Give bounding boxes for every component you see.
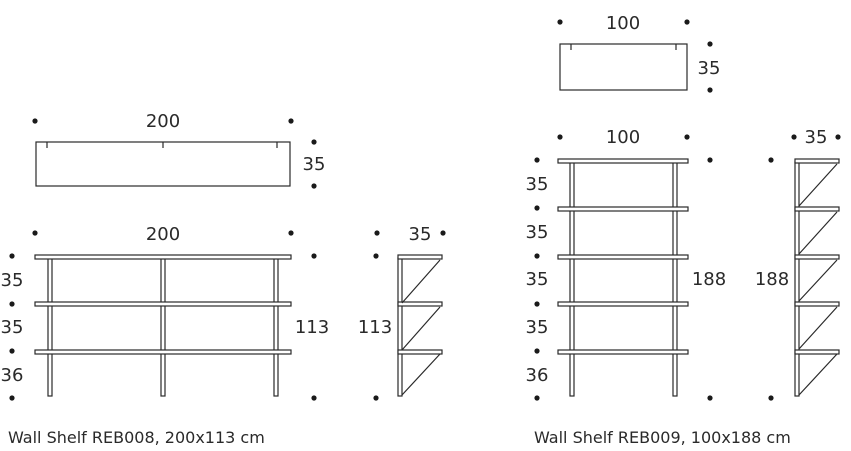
reb009-side-shelf xyxy=(794,349,840,355)
reb008-top-shelf-outline xyxy=(35,141,291,187)
dim-dot xyxy=(768,157,774,163)
reb008-shelf-board xyxy=(34,254,292,260)
reb009-side-post xyxy=(794,161,800,397)
reb008-caption: Wall Shelf REB008, 200x113 cm xyxy=(8,428,265,447)
reb008-side-depth-label: 35 xyxy=(409,224,432,245)
dim-dot xyxy=(534,301,540,307)
reb008-shelf-board xyxy=(34,301,292,307)
dim-dot xyxy=(288,230,294,236)
reb009-side-brackets xyxy=(798,163,838,396)
reb009-shelf-board xyxy=(557,254,689,260)
dim-dot xyxy=(768,395,774,401)
reb009-side-shelf xyxy=(794,158,840,164)
reb009-side-view: 35 188 xyxy=(755,127,841,401)
reb008-front-height-label: 113 xyxy=(295,317,329,338)
reb008-side-shelf xyxy=(397,301,443,307)
reb008-gap-label: 35 xyxy=(1,317,24,338)
dim-dot xyxy=(707,87,713,93)
dim-dot xyxy=(707,395,713,401)
dim-dot xyxy=(373,395,379,401)
dim-dot xyxy=(557,19,563,25)
reb008-gap-label: 36 xyxy=(1,365,24,386)
dim-dot xyxy=(311,183,317,189)
dim-dot xyxy=(32,118,38,124)
reb009-gap-label: 35 xyxy=(526,174,549,195)
dim-dot xyxy=(9,301,15,307)
reb009-shelf-board xyxy=(557,301,689,307)
reb008-side-brackets xyxy=(401,259,441,396)
reb008-side-post xyxy=(397,257,403,397)
reb009-front-height-label: 188 xyxy=(692,269,726,290)
reb009-gap-label: 35 xyxy=(526,222,549,243)
dim-dot xyxy=(440,230,446,236)
reb009-shelf-board xyxy=(557,206,689,212)
reb008-top-view: 200 35 xyxy=(32,111,325,189)
reb009-side-height-label: 188 xyxy=(755,269,789,290)
dim-dot xyxy=(534,348,540,354)
reb009-side-shelf xyxy=(794,254,840,260)
dim-dot xyxy=(534,253,540,259)
dim-dot xyxy=(311,395,317,401)
reb008-side-shelf xyxy=(397,349,443,355)
dim-dot xyxy=(707,157,713,163)
dim-dot xyxy=(534,205,540,211)
reb009-front-view: 100 35 35 35 35 36 188 xyxy=(526,127,726,401)
reb008-post xyxy=(47,257,53,397)
reb009-top-view: 100 35 xyxy=(557,13,720,93)
dim-dot xyxy=(373,253,379,259)
dim-dot xyxy=(311,253,317,259)
reb009-shelf-board xyxy=(557,158,689,164)
reb008-front-view: 200 35 35 36 113 xyxy=(1,224,329,401)
dim-dot xyxy=(684,19,690,25)
reb009-top-depth-label: 35 xyxy=(698,58,721,79)
reb008-top-depth-label: 35 xyxy=(303,154,326,175)
reb008-side-shelf xyxy=(397,254,443,260)
reb008-post xyxy=(160,257,166,397)
reb009-caption: Wall Shelf REB009, 100x188 cm xyxy=(534,428,791,447)
reb008-shelf-board xyxy=(34,349,292,355)
dim-dot xyxy=(9,395,15,401)
reb009-top-width-label: 100 xyxy=(606,13,640,34)
dim-dot xyxy=(374,230,380,236)
reb008-top-brackets xyxy=(46,142,278,148)
reb009-top-brackets xyxy=(570,44,677,50)
dim-dot xyxy=(534,395,540,401)
dim-dot xyxy=(684,134,690,140)
reb009-post xyxy=(672,161,678,397)
reb009-gap-label: 35 xyxy=(526,269,549,290)
dim-dot xyxy=(707,41,713,47)
reb009-side-depth-label: 35 xyxy=(805,127,828,148)
dim-dot xyxy=(835,134,841,140)
reb009-side-shelf xyxy=(794,301,840,307)
dim-dot xyxy=(9,253,15,259)
reb009-post xyxy=(569,161,575,397)
reb009-side-shelf xyxy=(794,206,840,212)
reb009-front-width-label: 100 xyxy=(606,127,640,148)
dim-dot xyxy=(534,157,540,163)
reb009-gap-label: 36 xyxy=(526,365,549,386)
dim-dot xyxy=(9,348,15,354)
dim-dot xyxy=(32,230,38,236)
dim-dot xyxy=(311,139,317,145)
reb008-post xyxy=(273,257,279,397)
reb009-shelf-board xyxy=(557,349,689,355)
dim-dot xyxy=(557,134,563,140)
reb009-gap-label: 35 xyxy=(526,317,549,338)
reb009-top-shelf-outline xyxy=(559,43,688,91)
reb008-top-width-label: 200 xyxy=(146,111,180,132)
reb008-side-view: 35 113 xyxy=(358,224,446,401)
dim-dot xyxy=(791,134,797,140)
reb009-drawing: 100 35 100 35 35 35 xyxy=(526,13,841,447)
reb008-side-height-label: 113 xyxy=(358,317,392,338)
reb008-front-width-label: 200 xyxy=(146,224,180,245)
dim-dot xyxy=(288,118,294,124)
reb008-drawing: 200 35 200 35 35 36 113 xyxy=(1,111,446,447)
reb008-gap-label: 35 xyxy=(1,270,24,291)
